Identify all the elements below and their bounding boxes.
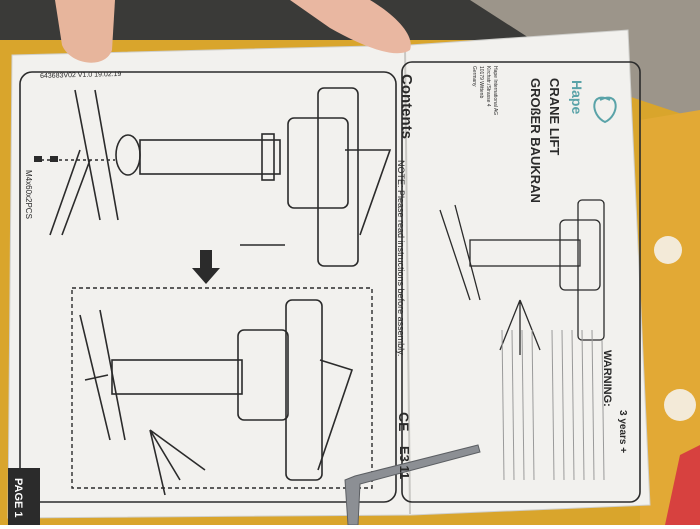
crane-arm-bar-2	[285, 299, 323, 481]
hook-rigging	[149, 429, 206, 496]
warning-line	[571, 329, 575, 481]
warning-text-lines	[501, 329, 605, 481]
hape-logo-icon	[593, 96, 617, 124]
warning-line	[591, 329, 595, 481]
step-arrow-icon	[192, 250, 220, 284]
warning-line	[511, 329, 515, 481]
warning-line	[531, 329, 535, 481]
crane-arm-bar	[317, 87, 359, 267]
warning-line	[561, 329, 565, 481]
mast-section	[139, 139, 281, 175]
step2-dashed-box	[71, 287, 373, 489]
mast-collar	[261, 133, 275, 181]
box-dot-pattern	[654, 236, 682, 264]
screw-head-1	[34, 156, 42, 162]
age-label: 3 years +	[617, 410, 628, 454]
cover-crane-illustration	[439, 199, 605, 355]
logo-leaf-shape	[593, 96, 617, 124]
jib-brace	[345, 149, 392, 236]
step1-crane-illustration	[35, 87, 392, 267]
screw-head-2	[50, 156, 58, 162]
contents-heading: Contents	[398, 74, 415, 139]
cover-mast	[469, 239, 581, 267]
brand-name: Hape	[569, 80, 585, 115]
address-line: Hape International AG	[492, 66, 498, 116]
warning-line	[601, 339, 605, 481]
paper-fold-line	[404, 45, 411, 515]
address-line: Germany	[471, 66, 477, 87]
left-page-frame	[19, 71, 397, 503]
ce-mark: CE	[396, 412, 412, 432]
step2-crane-illustration	[79, 299, 354, 496]
cover-cab	[559, 219, 601, 291]
title-de: GROßER BAUKRAN	[528, 78, 543, 203]
title-en: CRANE LIFT	[547, 78, 562, 156]
address-line: Kirchstr./Strasse 4	[485, 66, 491, 107]
page-tab	[8, 468, 40, 525]
screws-group	[34, 156, 58, 162]
cover-crane-legs	[439, 204, 481, 301]
cover-hook-rigging	[499, 299, 541, 355]
page-label: PAGE 1	[12, 478, 24, 518]
address-line: 10179 Wittenb	[478, 66, 484, 99]
ce-code: E3 11	[397, 446, 412, 480]
warning-heading: WARNING:	[601, 350, 613, 407]
warning-line	[551, 329, 555, 481]
mast-section-2	[111, 359, 243, 395]
jib-brace-2	[317, 359, 354, 471]
finger-right	[290, 0, 411, 54]
cab-block-2	[237, 329, 289, 421]
right-page-frame	[401, 61, 641, 503]
note-text: NOTE: Please read instructions before as…	[396, 160, 406, 357]
warning-line	[501, 329, 505, 481]
yellow-toy-box	[640, 110, 700, 525]
address-block: Hape International AG Kirchstr./Strasse …	[470, 66, 498, 115]
warning-line	[521, 329, 525, 481]
crane-base-legs-top	[49, 89, 119, 236]
box-dog-pattern	[664, 389, 696, 421]
red-object	[665, 445, 700, 525]
finger-left	[55, 0, 115, 63]
screw-label: M4x60x2PCS	[24, 170, 33, 219]
warning-line	[581, 329, 585, 481]
cover-arm	[577, 199, 605, 341]
